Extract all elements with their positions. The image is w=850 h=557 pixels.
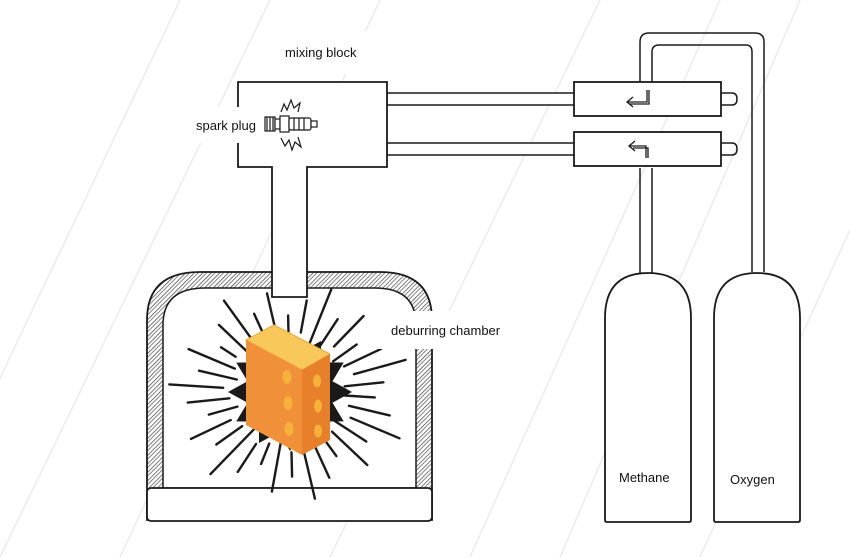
spark-plug-text: spark plug — [196, 117, 256, 133]
burst-ray — [331, 343, 358, 363]
burst-ray — [290, 451, 294, 478]
burst-ray — [168, 383, 225, 389]
methane-tank — [604, 272, 692, 523]
burst-ray — [307, 288, 333, 347]
burst-ray — [352, 358, 407, 376]
burst-ray — [347, 404, 391, 417]
return-arrow-icon — [627, 140, 649, 158]
label-spark-plug: spark plug — [192, 107, 262, 143]
feed-pipes — [386, 92, 576, 156]
burst-ray — [215, 424, 244, 446]
return-arrow-icon — [625, 90, 650, 108]
burst-ray — [343, 381, 385, 388]
valve-bottom[interactable] — [573, 131, 738, 167]
burst-ray — [330, 430, 369, 467]
label-mixing-block: mixing block — [281, 31, 439, 74]
burst-ray — [319, 317, 339, 346]
oxygen-tank — [713, 272, 801, 523]
label-oxygen: Oxygen — [726, 466, 780, 512]
burst-ray — [349, 416, 401, 440]
spark-plug-icon[interactable] — [264, 115, 318, 133]
burst-ray — [236, 442, 258, 474]
burst-ray — [299, 299, 308, 334]
workpiece — [244, 324, 332, 455]
oxygen-text: Oxygen — [730, 472, 775, 487]
burst-ray — [301, 444, 317, 500]
burst-ray — [189, 418, 232, 441]
burst-ray — [332, 314, 365, 348]
burst-ray — [259, 442, 271, 466]
burst-ray — [219, 346, 237, 358]
burst-ray — [343, 394, 376, 399]
gas-lines — [639, 32, 765, 275]
label-methane: Methane — [614, 464, 684, 510]
burst-ray — [207, 405, 239, 416]
mixing-block — [237, 81, 388, 298]
burst-ray — [325, 441, 338, 458]
mixing-block-text: mixing block — [285, 45, 357, 60]
burst-ray — [209, 428, 256, 476]
burst-ray — [333, 419, 368, 443]
label-deburring-chamber: deburring chamber — [373, 311, 526, 349]
burst-ray — [342, 347, 383, 368]
valve-top[interactable] — [573, 81, 738, 117]
spark-burst-icon — [280, 98, 303, 152]
deburring-chamber-text: deburring chamber — [391, 322, 501, 338]
burst-ray — [187, 347, 237, 370]
burst-ray — [186, 397, 231, 404]
burst-ray — [197, 369, 239, 381]
methane-text: Methane — [619, 470, 670, 485]
burst-ray — [270, 439, 283, 493]
